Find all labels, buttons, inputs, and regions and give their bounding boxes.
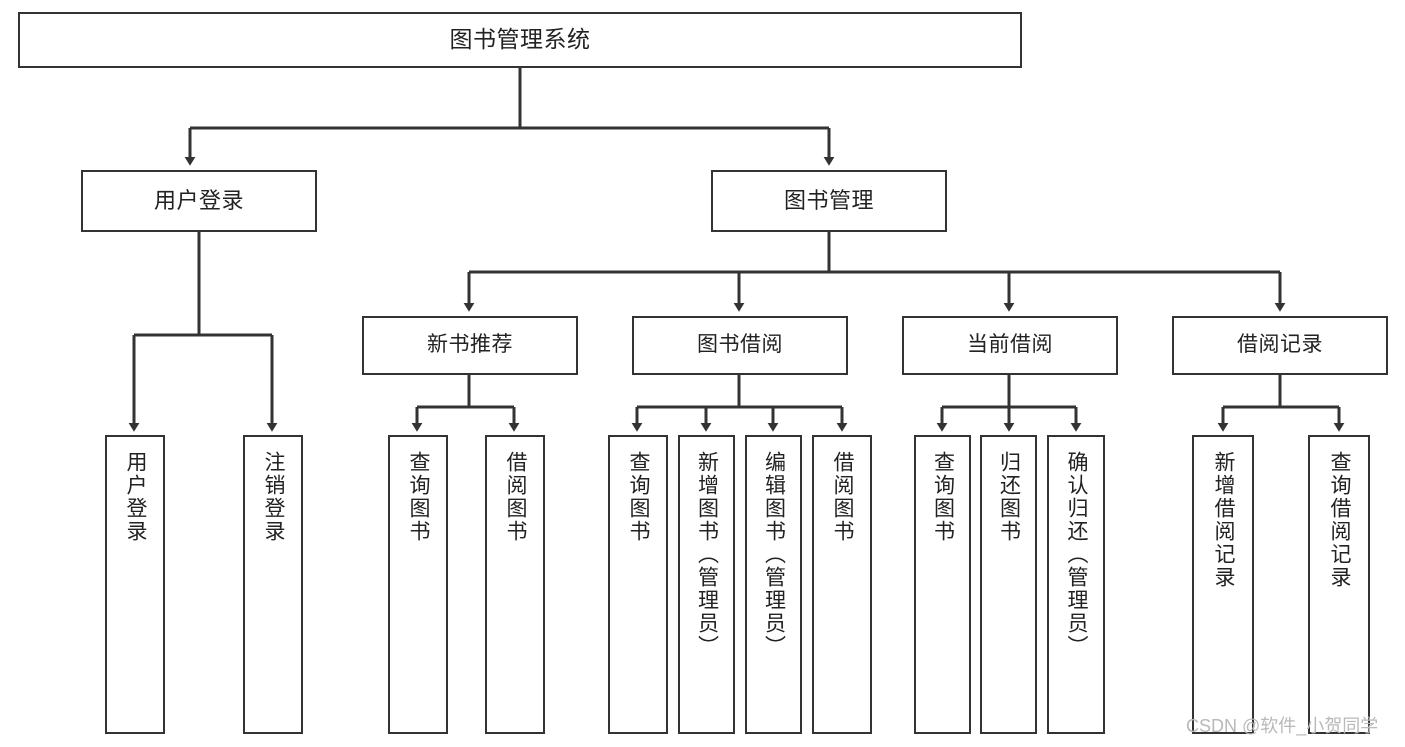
- leaf-current-borrow-query[interactable]: 查询图书: [914, 435, 971, 734]
- node-label: 借阅图书: [504, 451, 528, 543]
- node-label: 查询图书: [931, 451, 955, 543]
- node-label: 新增图书（管理员）: [695, 451, 719, 658]
- node-label: 借阅图书: [831, 451, 855, 543]
- leaf-borrow-record-query[interactable]: 查询借阅记录: [1308, 435, 1370, 734]
- leaf-book-borrow-edit[interactable]: 编辑图书（管理员）: [745, 435, 802, 734]
- node-label: 新增借阅记录: [1212, 451, 1236, 589]
- node-label: 确认归还（管理员）: [1065, 451, 1089, 658]
- leaf-current-borrow-confirm-return[interactable]: 确认归还（管理员）: [1047, 435, 1105, 734]
- leaf-user-login-logout[interactable]: 注销登录: [243, 435, 303, 734]
- leaf-book-borrow-lend[interactable]: 借阅图书: [812, 435, 872, 734]
- node-label: 用户登录: [124, 451, 148, 543]
- node-label: 注销登录: [262, 451, 286, 543]
- node-label: 编辑图书（管理员）: [762, 451, 786, 658]
- node-label: 新书推荐: [427, 333, 513, 357]
- node-label: 查询借阅记录: [1328, 451, 1352, 589]
- node-root-system[interactable]: 图书管理系统: [18, 12, 1022, 68]
- node-label: 当前借阅: [967, 333, 1053, 357]
- leaf-user-login-login[interactable]: 用户登录: [105, 435, 165, 734]
- node-label: 查询图书: [407, 451, 431, 543]
- node-label: 图书管理系统: [449, 26, 591, 53]
- leaf-new-book-borrow[interactable]: 借阅图书: [485, 435, 545, 734]
- node-book-borrow[interactable]: 图书借阅: [632, 316, 848, 375]
- node-new-book-recommend[interactable]: 新书推荐: [362, 316, 578, 375]
- leaf-current-borrow-return[interactable]: 归还图书: [980, 435, 1037, 734]
- node-label: 用户登录: [153, 188, 244, 214]
- node-book-management[interactable]: 图书管理: [711, 170, 947, 232]
- node-label: 图书管理: [783, 188, 874, 214]
- node-current-borrow[interactable]: 当前借阅: [902, 316, 1118, 375]
- node-borrow-records[interactable]: 借阅记录: [1172, 316, 1388, 375]
- leaf-book-borrow-query[interactable]: 查询图书: [608, 435, 668, 734]
- node-label: 借阅记录: [1237, 333, 1323, 357]
- leaf-borrow-record-add[interactable]: 新增借阅记录: [1192, 435, 1254, 734]
- node-label: 图书借阅: [697, 333, 783, 357]
- leaf-book-borrow-add[interactable]: 新增图书（管理员）: [678, 435, 735, 734]
- node-label: 查询图书: [627, 451, 651, 543]
- node-label: 归还图书: [997, 451, 1021, 543]
- leaf-new-book-query[interactable]: 查询图书: [388, 435, 448, 734]
- node-user-login[interactable]: 用户登录: [81, 170, 317, 232]
- watermark: CSDN @软件_小贺同学: [1186, 716, 1379, 736]
